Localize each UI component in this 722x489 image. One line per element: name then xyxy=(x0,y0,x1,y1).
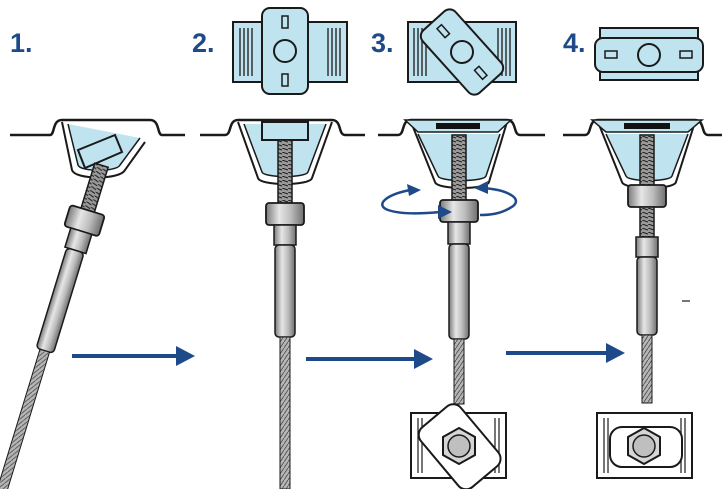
right-arrow-icon xyxy=(72,346,195,366)
top-view-t-nut-aligned xyxy=(594,27,704,81)
hex-nut-icon xyxy=(265,202,305,226)
top-view-t-nut-rotated xyxy=(407,8,517,96)
channel-rail-icon xyxy=(10,118,185,137)
step-number-4: 4. xyxy=(563,28,586,58)
threaded-rod-icon xyxy=(277,139,293,206)
steel-cable-icon xyxy=(453,338,465,405)
threaded-rod-icon xyxy=(639,134,655,191)
step-number-1: 1. xyxy=(10,28,33,58)
step-number-3: 3. xyxy=(371,28,394,58)
step-1-assembly xyxy=(0,118,185,489)
bottom-view-nut xyxy=(410,403,507,489)
threaded-rod-icon xyxy=(451,134,467,206)
t-nut-icon xyxy=(261,121,309,141)
hex-nut-icon xyxy=(627,184,667,208)
steel-cable-icon xyxy=(279,336,291,489)
step-2-assembly xyxy=(200,7,365,489)
right-arrow-icon xyxy=(306,349,433,369)
steel-cable-icon xyxy=(641,334,653,404)
right-arrow-icon xyxy=(506,343,625,363)
step-number-2: 2. xyxy=(192,28,215,58)
step-4-assembly xyxy=(563,27,722,479)
t-nut-icon xyxy=(76,133,124,170)
channel-rail-icon xyxy=(200,118,365,137)
rotation-arrows-icon xyxy=(381,186,518,217)
step-3-assembly xyxy=(378,8,545,489)
bottom-view-nut xyxy=(596,412,693,479)
top-view-t-nut xyxy=(232,7,348,95)
steel-cable-icon xyxy=(0,348,51,489)
